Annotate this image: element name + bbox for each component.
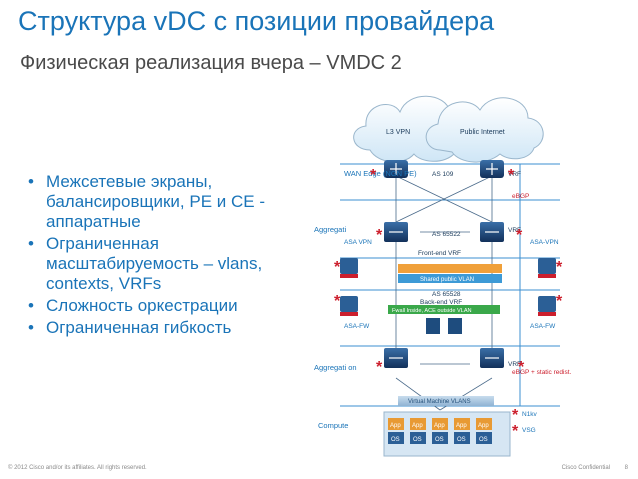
asterisk-marker: *: [512, 423, 519, 440]
vrf-label: Back-end VRF: [420, 299, 462, 306]
cloud-icon: [425, 97, 544, 163]
asa-fw-label: ASA-FW: [344, 323, 370, 330]
asterisk-marker: *: [370, 167, 377, 184]
confidential-footer: Cisco Confidential: [561, 465, 610, 471]
as-label: AS 65528: [432, 291, 461, 298]
load-balancer-icon: [426, 318, 462, 334]
router-icon: [384, 160, 408, 178]
shared-public-vlan-band: [398, 274, 502, 283]
vm-vlans-label: Virtual Machine VLANS: [408, 399, 471, 405]
svg-text:App: App: [412, 423, 423, 429]
switch-icon: [480, 348, 504, 368]
svg-text:OS: OS: [435, 437, 444, 443]
layer-label-aggregation: Aggregati: [314, 225, 346, 234]
cloud-label-l3vpn: L3 VPN: [386, 129, 410, 136]
switch-icon: [384, 222, 408, 242]
firewall-icon: [340, 258, 358, 278]
svg-text:OS: OS: [457, 437, 466, 443]
vrf-label: Front-end VRF: [418, 250, 461, 257]
bullet-item: Межсетевые экраны, балансировщики, PE и …: [26, 172, 316, 232]
firewall-icon: [538, 258, 556, 278]
asa-vpn-label: ASA-VPN: [530, 239, 559, 246]
asterisk-marker: *: [376, 227, 383, 244]
slide-title: Структура vDC с позиции провайдера: [18, 6, 495, 36]
layer-label-wan: WAN Edge (NGN PE): [344, 169, 417, 178]
as-label: AS 65522: [432, 231, 461, 238]
vm-vlans-band: [398, 396, 494, 406]
vrf-label: VRF: [508, 171, 521, 178]
page-number: 8: [624, 465, 628, 471]
asterisk-marker: *: [512, 407, 519, 424]
switch-icon: [480, 222, 504, 242]
inside-outside-vlan-band: [388, 305, 500, 314]
bullet-list: Межсетевые экраны, балансировщики, PE и …: [26, 172, 316, 340]
svg-text:App: App: [434, 423, 445, 429]
as-label: AS 109: [432, 171, 454, 178]
ebgp-static-label: eBGP + static redist.: [512, 369, 572, 376]
svg-text:OS: OS: [413, 437, 422, 443]
bullet-item: Ограниченная масштабируемость – vlans, c…: [26, 234, 316, 294]
cloud-label-public: Public Internet: [460, 129, 505, 136]
asterisk-marker: *: [516, 227, 523, 244]
firewall-icon: [340, 296, 358, 316]
asterisk-marker: *: [556, 259, 563, 276]
copyright-footer: © 2012 Cisco and/or its affiliates. All …: [8, 465, 147, 471]
svg-text:App: App: [478, 423, 489, 429]
asterisk-marker: *: [518, 359, 525, 376]
router-icon: [480, 160, 504, 178]
svg-text:App: App: [390, 423, 401, 429]
vrf-label: VRF: [508, 227, 521, 234]
vsg-label: VSG: [522, 427, 536, 434]
ebgp-label: eBGP: [512, 193, 529, 200]
asterisk-marker: *: [508, 167, 515, 184]
switch-icon: [384, 348, 408, 368]
svg-text:OS: OS: [479, 437, 488, 443]
firewall-icon: [538, 296, 556, 316]
asterisk-marker: *: [334, 293, 341, 310]
slide-subtitle: Физическая реализация вчера – VMDC 2: [20, 52, 402, 74]
layer-label-aggregation: Aggregati on: [314, 363, 357, 372]
vrf-label: VRF: [508, 361, 521, 368]
layer-label-compute: Compute: [318, 421, 348, 430]
inside-outside-vlan-label: Fwall Inside, ACE outside VLAN: [392, 308, 472, 314]
asa-fw-label: ASA-FW: [530, 323, 556, 330]
vlan-band: [398, 264, 502, 273]
asa-vpn-label: ASA VPN: [344, 239, 372, 246]
svg-text:OS: OS: [391, 437, 400, 443]
asterisk-marker: *: [556, 293, 563, 310]
asterisk-marker: *: [376, 359, 383, 376]
bullet-item: Сложность оркестрации: [26, 296, 316, 316]
shared-public-vlan-label: Shared public VLAN: [420, 277, 474, 283]
asterisk-marker: *: [334, 259, 341, 276]
svg-text:App: App: [456, 423, 467, 429]
bullet-item: Ограниченная гибкость: [26, 318, 316, 338]
n1kv-label: N1kv: [522, 411, 538, 418]
